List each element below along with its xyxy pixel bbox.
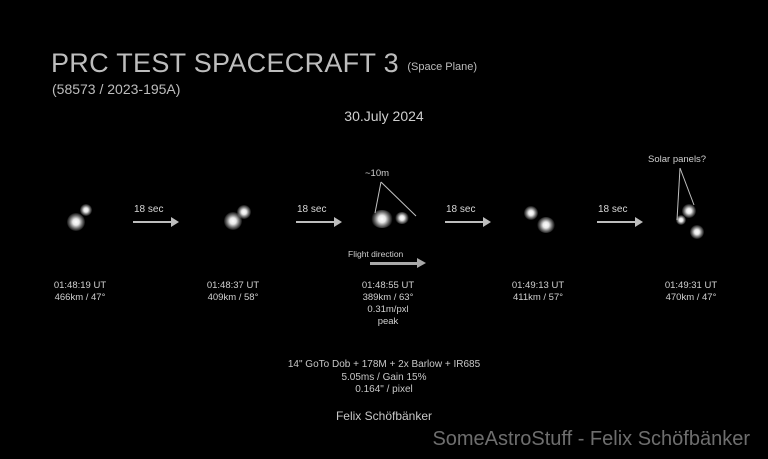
interval-label-1: 18 sec — [134, 204, 164, 215]
frame-2-image — [186, 195, 276, 255]
observation-date: 30.July 2024 — [344, 108, 424, 124]
frame-2-time: 01:48:37 UT — [206, 280, 260, 291]
frame-4-range: 411km / 57° — [512, 292, 564, 303]
equipment-scale: 0.164" / pixel — [355, 384, 413, 395]
title-block: PRC TEST SPACECRAFT 3 (Space Plane) — [51, 48, 477, 79]
author-credit: Felix Schöfbänker — [335, 409, 433, 423]
subtitle: (Space Plane) — [407, 61, 478, 73]
frame-1-time: 01:48:19 UT — [53, 280, 107, 291]
frame-4-image — [492, 195, 582, 255]
flight-direction-arrow — [370, 258, 426, 269]
frame-3-peak: peak — [377, 316, 399, 327]
frame-1-range: 466km / 47° — [54, 292, 106, 303]
frame-3-resolution: 0.31m/pxl — [367, 304, 409, 315]
interval-label-3: 18 sec — [446, 204, 476, 215]
interval-label-4: 18 sec — [598, 204, 628, 215]
frame-3-caption: 01:48:55 UT 389km / 63° 0.31m/pxl peak — [338, 280, 438, 328]
size-annotation: ~10m — [365, 168, 390, 179]
frame-5-image — [646, 195, 736, 255]
interval-label-2: 18 sec — [297, 204, 327, 215]
main-title: PRC TEST SPACECRAFT 3 — [51, 48, 399, 78]
frame-5-caption: 01:49:31 UT 470km / 47° — [641, 280, 741, 304]
equipment-setup: 14" GoTo Dob + 178M + 2x Barlow + IR685 — [287, 359, 481, 370]
solar-panels-annotation: Solar panels? — [648, 154, 707, 165]
frame-2-caption: 01:48:37 UT 409km / 58° — [183, 280, 283, 304]
watermark: SomeAstroStuff - Felix Schöfbänker — [432, 428, 750, 450]
designation: (58573 / 2023-195A) — [52, 81, 181, 97]
frame-3-range: 389km / 63° — [362, 292, 414, 303]
equipment-info: 14" GoTo Dob + 178M + 2x Barlow + IR685 … — [0, 359, 768, 397]
frame-2-range: 409km / 58° — [207, 292, 259, 303]
interval-arrow-1 — [133, 217, 179, 227]
frame-5-range: 470km / 47° — [665, 292, 717, 303]
interval-arrow-2 — [296, 217, 342, 227]
frame-5-time: 01:49:31 UT — [664, 280, 718, 291]
equipment-exposure: 5.05ms / Gain 15% — [341, 371, 427, 383]
flight-direction-label: Flight direction — [348, 249, 404, 259]
frame-4-caption: 01:49:13 UT 411km / 57° — [488, 280, 588, 304]
frame-3-time: 01:48:55 UT — [361, 280, 415, 291]
interval-arrow-3 — [445, 217, 491, 227]
frame-3-image — [341, 195, 431, 255]
frame-1-caption: 01:48:19 UT 466km / 47° — [30, 280, 130, 304]
frame-4-time: 01:49:13 UT — [511, 280, 565, 291]
frame-1-image — [33, 195, 123, 255]
interval-arrow-4 — [597, 217, 643, 227]
